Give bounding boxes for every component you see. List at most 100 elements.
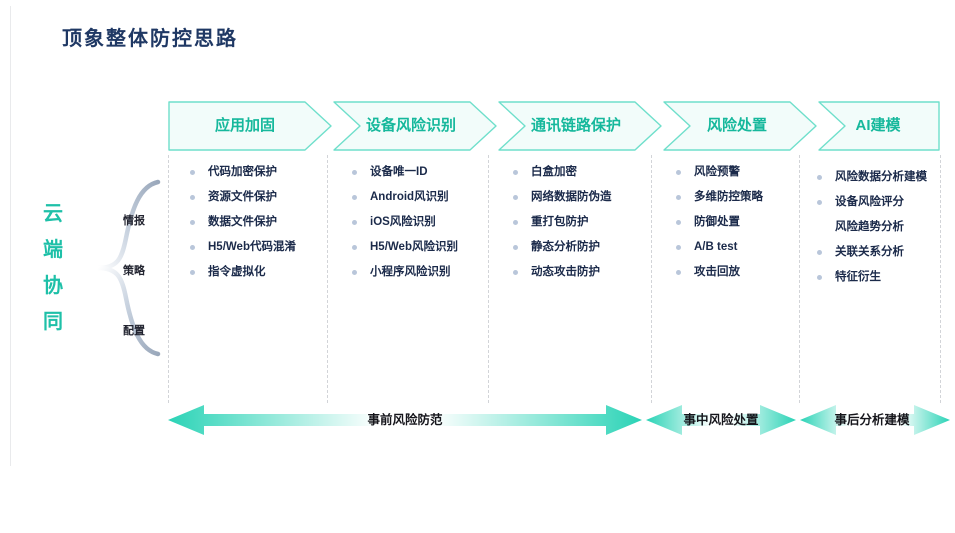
list-item-label: 关联关系分析 — [835, 246, 904, 258]
bullet-dot-icon — [513, 195, 518, 200]
stage-header-3[interactable]: 通讯链路保护 — [530, 117, 621, 134]
list-item[interactable]: 资源文件保护 — [186, 185, 296, 210]
list-item-label: 攻击回放 — [694, 266, 740, 278]
cloud-collaboration-label: 云 端 协 同 — [38, 196, 68, 340]
list-item[interactable]: 风险趋势分析 — [813, 215, 927, 240]
stage-header-1[interactable]: 应用加固 — [214, 117, 275, 134]
list-item-label: 风险数据分析建模 — [835, 171, 927, 183]
list-item-label: 代码加密保护 — [208, 166, 277, 178]
stage-header-2[interactable]: 设备风险识别 — [365, 117, 456, 134]
stage-header-4[interactable]: 风险处置 — [706, 117, 767, 134]
cloud-label-char-0: 云 — [43, 203, 63, 225]
list-item[interactable]: 风险预警 — [672, 160, 763, 185]
list-item[interactable]: H5/Web风险识别 — [348, 235, 458, 260]
list-item-label: 数据文件保护 — [208, 216, 277, 228]
cloud-label-char-1: 端 — [43, 239, 63, 261]
page-title: 顶象整体防控思路 — [62, 28, 238, 50]
bullet-dot-icon — [190, 270, 195, 275]
bullet-dot-icon — [676, 170, 681, 175]
bullet-dot-icon — [676, 220, 681, 225]
list-item-label: 设备风险评分 — [835, 196, 904, 208]
list-item-label: A/B test — [694, 241, 738, 253]
bullet-dot-icon — [352, 270, 357, 275]
chevron-shape-4 — [663, 101, 817, 151]
list-item[interactable]: 指令虚拟化 — [186, 260, 296, 285]
list-item-label: H5/Web风险识别 — [370, 241, 458, 253]
list-item-label: 动态攻击防护 — [531, 266, 600, 278]
list-item-label: H5/Web代码混淆 — [208, 241, 296, 253]
column-separator-2 — [488, 155, 489, 403]
list-item[interactable]: 设备风险评分 — [813, 190, 927, 215]
column-separator-4 — [799, 155, 800, 403]
list-item[interactable]: 动态攻击防护 — [509, 260, 612, 285]
bullet-dot-icon — [190, 170, 195, 175]
list-item-label: 设备唯一ID — [370, 166, 428, 178]
list-item-label: 重打包防护 — [531, 216, 589, 228]
brace-label-intelligence: 情报 — [123, 215, 145, 227]
list-item-label: 特征衍生 — [835, 271, 881, 283]
phase-arrow-2 — [646, 404, 796, 436]
list-item-label: 白盒加密 — [531, 166, 577, 178]
list-item[interactable]: 小程序风险识别 — [348, 260, 458, 285]
list-item[interactable]: 多维防控策略 — [672, 185, 763, 210]
list-item[interactable]: H5/Web代码混淆 — [186, 235, 296, 260]
phase-arrow-3 — [800, 404, 950, 436]
list-item[interactable]: A/B test — [672, 235, 763, 260]
chevron-shape-5 — [818, 101, 940, 151]
list-item-label: 风险预警 — [694, 166, 740, 178]
list-item-label: 多维防控策略 — [694, 191, 763, 203]
bullet-dot-icon — [352, 170, 357, 175]
column-separator-0 — [168, 155, 169, 403]
list-item-label: iOS风险识别 — [370, 216, 436, 228]
bullet-dot-icon — [817, 275, 822, 280]
brace-connector-icon — [95, 178, 162, 358]
list-item[interactable]: 代码加密保护 — [186, 160, 296, 185]
bullet-dot-icon — [817, 250, 822, 255]
chevron-shape-1 — [168, 101, 332, 151]
list-item[interactable]: 特征衍生 — [813, 265, 927, 290]
brace-label-configuration: 配置 — [123, 325, 145, 337]
list-item[interactable]: 关联关系分析 — [813, 240, 927, 265]
bullet-dot-icon — [513, 170, 518, 175]
list-item-label: 风险趋势分析 — [835, 221, 904, 233]
list-item[interactable]: 静态分析防护 — [509, 235, 612, 260]
stage-chevron-band — [168, 101, 940, 151]
phase-arrow-1 — [168, 404, 642, 436]
list-item[interactable]: 风险数据分析建模 — [813, 165, 927, 190]
list-item[interactable]: Android风识别 — [348, 185, 458, 210]
stage-column-4: 风险预警 多维防控策略 防御处置 A/B test 攻击回放 — [672, 160, 763, 285]
column-separator-1 — [327, 155, 328, 403]
brace-label-strategy: 策略 — [123, 265, 145, 277]
list-item[interactable]: iOS风险识别 — [348, 210, 458, 235]
bullet-dot-icon — [352, 220, 357, 225]
column-separator-5 — [940, 155, 941, 403]
list-item[interactable]: 数据文件保护 — [186, 210, 296, 235]
list-item[interactable]: 防御处置 — [672, 210, 763, 235]
bullet-dot-icon — [513, 220, 518, 225]
phase-label-2: 事中风险处置 — [683, 413, 759, 427]
list-item-label: 指令虚拟化 — [208, 266, 266, 278]
stage-column-3: 白盒加密 网络数据防伪造 重打包防护 静态分析防护 动态攻击防护 — [509, 160, 612, 285]
stage-header-5[interactable]: AI建模 — [855, 117, 901, 134]
bullet-dot-icon — [190, 195, 195, 200]
cloud-label-char-2: 协 — [43, 275, 63, 297]
column-separator-3 — [651, 155, 652, 403]
bullet-dot-icon — [513, 245, 518, 250]
list-item[interactable]: 白盒加密 — [509, 160, 612, 185]
bullet-dot-icon — [676, 270, 681, 275]
bullet-dot-icon — [352, 245, 357, 250]
stage-column-5: 风险数据分析建模 设备风险评分 风险趋势分析 关联关系分析 特征衍生 — [813, 165, 927, 290]
chevron-shape-3 — [498, 101, 662, 151]
bullet-dot-icon — [817, 175, 822, 180]
stage-column-1: 代码加密保护 资源文件保护 数据文件保护 H5/Web代码混淆 指令虚拟化 — [186, 160, 296, 285]
list-item[interactable]: 重打包防护 — [509, 210, 612, 235]
list-item[interactable]: 攻击回放 — [672, 260, 763, 285]
bullet-dot-icon — [352, 195, 357, 200]
list-item-label: 网络数据防伪造 — [531, 191, 612, 203]
bullet-dot-icon — [513, 270, 518, 275]
list-item-label: 防御处置 — [694, 216, 740, 228]
list-item[interactable]: 设备唯一ID — [348, 160, 458, 185]
bullet-dot-icon — [190, 220, 195, 225]
list-item[interactable]: 网络数据防伪造 — [509, 185, 612, 210]
